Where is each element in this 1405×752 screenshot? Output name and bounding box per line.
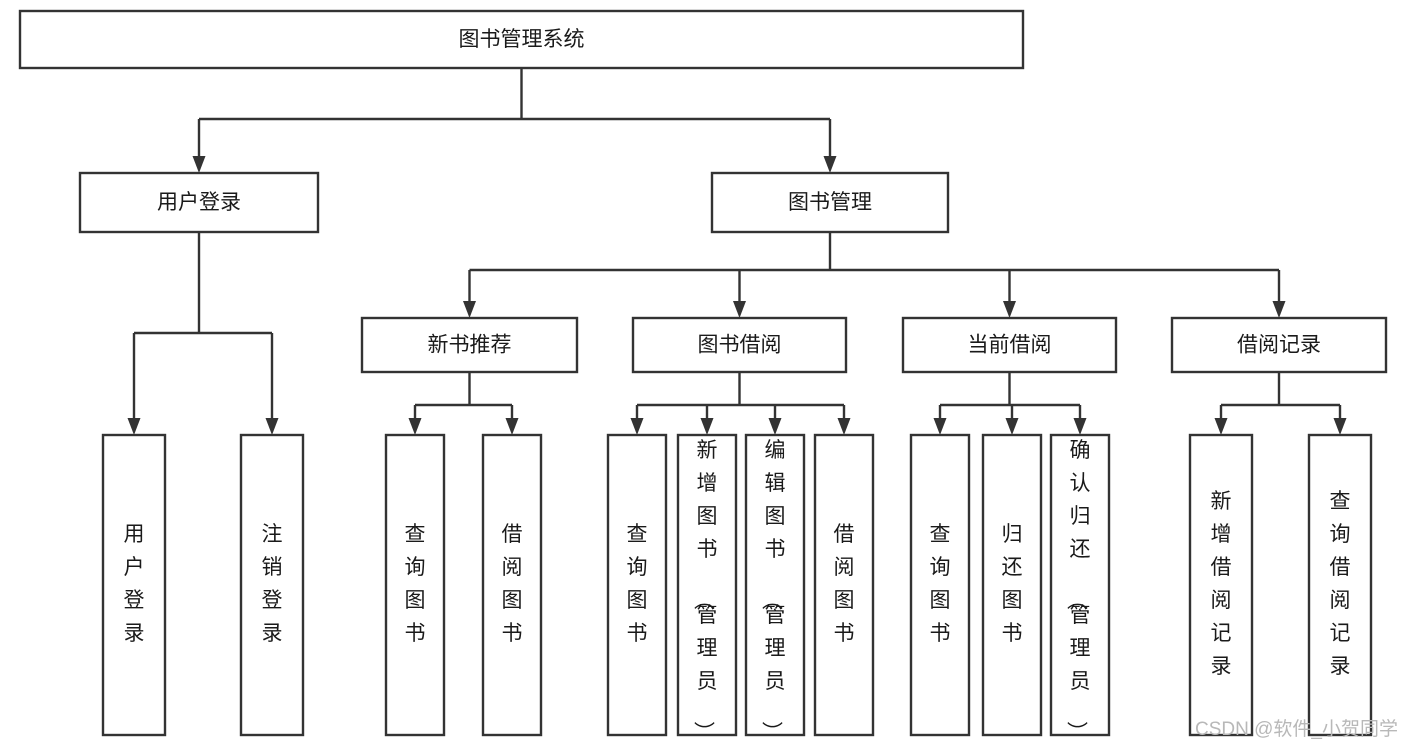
node-box[interactable] <box>1170 316 1388 374</box>
node-box[interactable] <box>360 316 579 374</box>
node-box[interactable] <box>606 433 668 737</box>
node-leaf-query-record[interactable]: 查询借阅记录 <box>1307 433 1373 737</box>
node-label: 新增借阅记录 <box>1211 490 1232 678</box>
node-box[interactable] <box>631 316 848 374</box>
watermark-label: CSDN @软件_小贺同学 <box>1195 718 1398 740</box>
node-label: 用户登录 <box>124 523 145 645</box>
connector-arrowhead <box>1005 418 1019 435</box>
node-box[interactable] <box>78 171 320 234</box>
node-label: 图书管理 <box>788 191 872 214</box>
node-label: 确认归还（管理员） <box>1065 439 1091 742</box>
node-label: 图书借阅 <box>698 334 782 357</box>
connector-arrowhead <box>700 418 714 435</box>
node-box[interactable] <box>239 433 305 737</box>
connector-arrowhead <box>1333 418 1347 435</box>
node-label: 当前借阅 <box>968 334 1052 357</box>
node-leaf-user-login[interactable]: 用户登录 <box>101 433 167 737</box>
node-box[interactable] <box>1049 433 1111 737</box>
connector-arrowhead <box>630 418 644 435</box>
node-box[interactable] <box>1307 433 1373 737</box>
connector-arrowhead <box>463 301 476 318</box>
node-label: 图书管理系统 <box>459 28 585 51</box>
connector-arrowhead <box>768 418 782 435</box>
node-label: 用户登录 <box>157 191 241 214</box>
node-borrow-record[interactable]: 借阅记录 <box>1170 316 1388 374</box>
connector-arrowhead <box>192 156 206 173</box>
node-book-borrow[interactable]: 图书借阅 <box>631 316 848 374</box>
node-leaf-query-book-2[interactable]: 查询图书 <box>606 433 668 737</box>
node-label: 新增图书（管理员） <box>692 439 718 742</box>
node-leaf-user-logout[interactable]: 注销登录 <box>239 433 305 737</box>
node-root-book-management-system[interactable]: 图书管理系统 <box>18 9 1025 70</box>
node-user-login[interactable]: 用户登录 <box>78 171 320 234</box>
node-label: 查询图书 <box>405 523 426 645</box>
node-box[interactable] <box>481 433 543 737</box>
connector-arrowhead <box>408 418 422 435</box>
node-label: 新书推荐 <box>428 334 512 357</box>
node-leaf-borrow-book-1[interactable]: 借阅图书 <box>481 433 543 737</box>
node-leaf-query-book-1[interactable]: 查询图书 <box>384 433 446 737</box>
connector-arrowhead <box>1272 301 1286 318</box>
node-current-borrow[interactable]: 当前借阅 <box>901 316 1118 374</box>
node-box[interactable] <box>384 433 446 737</box>
connector-arrowhead <box>933 418 947 435</box>
node-leaf-edit-book[interactable]: 编辑图书（管理员） <box>744 433 806 742</box>
node-box[interactable] <box>676 433 738 737</box>
connector-arrowhead <box>127 418 141 435</box>
node-leaf-return-book[interactable]: 归还图书 <box>981 433 1043 737</box>
node-label: 归还图书 <box>1002 523 1023 645</box>
node-leaf-confirm-return[interactable]: 确认归还（管理员） <box>1049 433 1111 742</box>
node-label: 查询借阅记录 <box>1330 490 1351 678</box>
node-leaf-add-book[interactable]: 新增图书（管理员） <box>676 433 738 742</box>
node-box[interactable] <box>744 433 806 737</box>
node-box[interactable] <box>813 433 875 737</box>
node-label: 查询图书 <box>627 523 648 645</box>
connector-arrowhead <box>1214 418 1228 435</box>
node-leaf-add-record[interactable]: 新增借阅记录 <box>1188 433 1254 737</box>
node-leaf-borrow-book-2[interactable]: 借阅图书 <box>813 433 875 737</box>
connector-arrowhead <box>505 418 519 435</box>
node-box[interactable] <box>101 433 167 737</box>
node-new-book-rec[interactable]: 新书推荐 <box>360 316 579 374</box>
node-box[interactable] <box>710 171 950 234</box>
connector-arrowhead <box>823 156 837 173</box>
node-label: 编辑图书（管理员） <box>760 439 786 742</box>
connector-arrowhead <box>1073 418 1087 435</box>
node-label: 借阅图书 <box>834 523 855 645</box>
node-box[interactable] <box>981 433 1043 737</box>
node-label: 借阅记录 <box>1237 334 1321 357</box>
connector-arrowhead <box>265 418 279 435</box>
connector-arrowhead <box>1003 301 1016 318</box>
node-box[interactable] <box>901 316 1118 374</box>
node-label: 借阅图书 <box>502 523 523 645</box>
node-leaf-query-book-3[interactable]: 查询图书 <box>909 433 971 737</box>
node-box[interactable] <box>909 433 971 737</box>
node-box[interactable] <box>18 9 1025 70</box>
node-box[interactable] <box>1188 433 1254 737</box>
node-label: 注销登录 <box>262 523 283 645</box>
node-label: 查询图书 <box>930 523 951 645</box>
connector-arrowhead <box>733 301 746 318</box>
connector-arrowhead <box>837 418 851 435</box>
node-book-manage[interactable]: 图书管理 <box>710 171 950 234</box>
